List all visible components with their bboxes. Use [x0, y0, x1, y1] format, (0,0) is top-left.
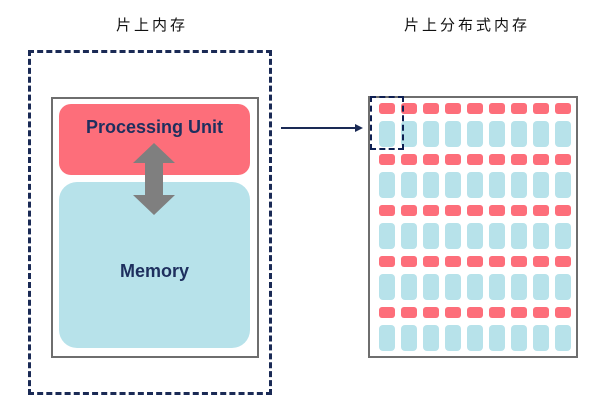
memory-cell: [423, 121, 439, 147]
processing-unit-label: Processing Unit: [85, 117, 224, 137]
on-chip-memory-dashed-frame: [28, 50, 272, 395]
processing-cell: [555, 307, 571, 318]
mapping-arrow-head-icon: [355, 124, 363, 132]
processing-cell: [511, 154, 527, 165]
memory-cell: [423, 325, 439, 351]
memory-cell: [401, 172, 417, 198]
memory-cell: [445, 274, 461, 300]
memory-cell: [489, 172, 505, 198]
memory-cell: [467, 121, 483, 147]
processing-cell: [511, 103, 527, 114]
left-panel-title: 片上内存: [116, 16, 189, 34]
processing-cell: [533, 205, 549, 216]
processing-cell: [379, 154, 395, 165]
processing-cell: [511, 205, 527, 216]
processing-cell: [445, 307, 461, 318]
memory-cell: [379, 274, 395, 300]
processing-cell: [511, 307, 527, 318]
memory-cell: [511, 223, 527, 249]
memory-cell: [511, 172, 527, 198]
memory-cell: [555, 325, 571, 351]
memory-cell: [445, 121, 461, 147]
processing-cell: [533, 103, 549, 114]
processing-cell: [489, 154, 505, 165]
processing-cell: [423, 307, 439, 318]
processing-cell: [533, 256, 549, 267]
memory-cell: [533, 274, 549, 300]
processing-cell: [379, 103, 395, 114]
processing-cell: [467, 307, 483, 318]
memory-label: Memory: [119, 261, 190, 281]
processing-cell: [445, 103, 461, 114]
processing-cell: [555, 103, 571, 114]
processing-cell: [401, 256, 417, 267]
processing-cell: [423, 256, 439, 267]
memory-cell: [379, 121, 395, 147]
memory-cell: [489, 325, 505, 351]
processing-cell: [401, 205, 417, 216]
memory-cell: [401, 274, 417, 300]
memory-cell: [379, 325, 395, 351]
memory-cell: [467, 223, 483, 249]
processing-cell: [533, 307, 549, 318]
memory-cell: [445, 325, 461, 351]
processing-cell: [489, 103, 505, 114]
memory-cell: [533, 121, 549, 147]
processing-cell: [423, 154, 439, 165]
memory-cell: [423, 223, 439, 249]
memory-cell: [511, 274, 527, 300]
unit-highlight-dashed-box: [370, 96, 404, 150]
processing-cell: [555, 205, 571, 216]
processing-cell: [467, 256, 483, 267]
memory-cell: [555, 274, 571, 300]
processing-cell: [445, 205, 461, 216]
memory-cell: [445, 172, 461, 198]
processing-cell: [555, 256, 571, 267]
memory-cell: [401, 325, 417, 351]
processing-cell: [489, 205, 505, 216]
processing-cell: [423, 103, 439, 114]
processing-cell: [445, 154, 461, 165]
processing-cell: [533, 154, 549, 165]
memory-cell: [379, 172, 395, 198]
bidirectional-arrow-icon: [133, 143, 175, 215]
processing-cell: [379, 256, 395, 267]
memory-cell: [489, 223, 505, 249]
memory-cell: [401, 223, 417, 249]
memory-cell: [555, 172, 571, 198]
processing-cell: [489, 307, 505, 318]
right-panel-title: 片上分布式内存: [404, 16, 531, 34]
processing-cell: [467, 205, 483, 216]
processing-cell: [401, 154, 417, 165]
processing-cell: [489, 256, 505, 267]
processing-cell: [511, 256, 527, 267]
memory-cell: [489, 274, 505, 300]
processing-cell: [555, 154, 571, 165]
processing-cell: [379, 205, 395, 216]
memory-cell: [467, 172, 483, 198]
memory-cell: [511, 121, 527, 147]
processing-cell: [467, 103, 483, 114]
memory-cell: [533, 223, 549, 249]
processing-cell: [401, 103, 417, 114]
memory-cell: [423, 274, 439, 300]
processing-cell: [401, 307, 417, 318]
memory-cell: [555, 121, 571, 147]
memory-cell: [467, 325, 483, 351]
memory-cell: [511, 325, 527, 351]
processing-cell: [467, 154, 483, 165]
memory-cell: [401, 121, 417, 147]
memory-cell: [555, 223, 571, 249]
processing-cell: [445, 256, 461, 267]
memory-cell: [379, 223, 395, 249]
memory-cell: [533, 325, 549, 351]
memory-cell: [467, 274, 483, 300]
memory-cell: [445, 223, 461, 249]
memory-cell: [423, 172, 439, 198]
processing-cell: [423, 205, 439, 216]
memory-cell: [489, 121, 505, 147]
processing-cell: [379, 307, 395, 318]
memory-cell: [533, 172, 549, 198]
